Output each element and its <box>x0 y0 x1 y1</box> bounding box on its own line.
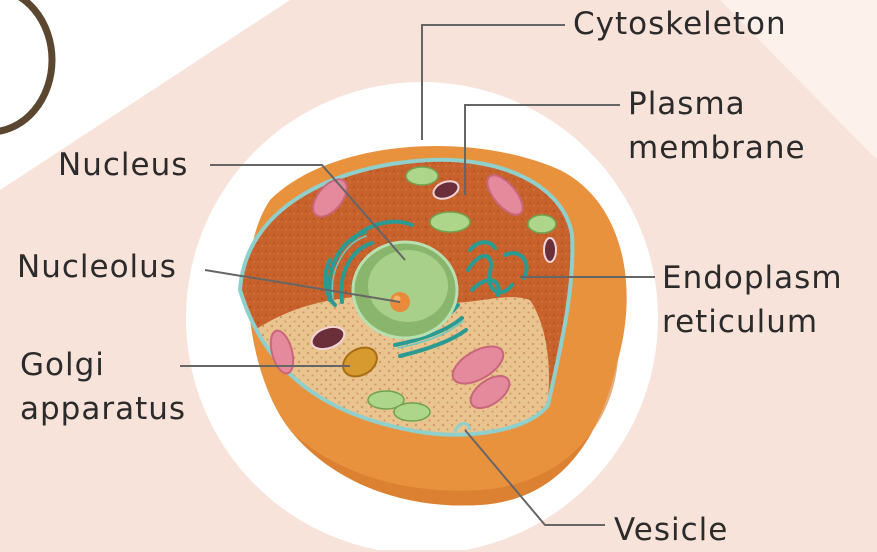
label-golgi-apparatus: Golgi apparatus <box>20 343 186 431</box>
label-vesicle: Vesicle <box>614 508 728 552</box>
label-endoplasm-reticulum: Endoplasm reticulum <box>662 256 843 344</box>
label-plasma-membrane-line2: membrane <box>628 126 806 170</box>
label-golgi-apparatus-line2: apparatus <box>20 387 186 431</box>
label-golgi-apparatus-line1: Golgi <box>20 343 186 387</box>
label-cytoskeleton: Cytoskeleton <box>573 2 787 46</box>
label-plasma-membrane: Plasma membrane <box>628 82 806 170</box>
label-plasma-membrane-line1: Plasma <box>628 82 806 126</box>
label-nucleus: Nucleus <box>58 143 188 187</box>
label-endoplasm-reticulum-line2: reticulum <box>662 300 843 344</box>
nucleoplasm <box>368 250 448 322</box>
label-nucleolus: Nucleolus <box>17 245 177 289</box>
label-endoplasm-reticulum-line1: Endoplasm <box>662 256 843 300</box>
